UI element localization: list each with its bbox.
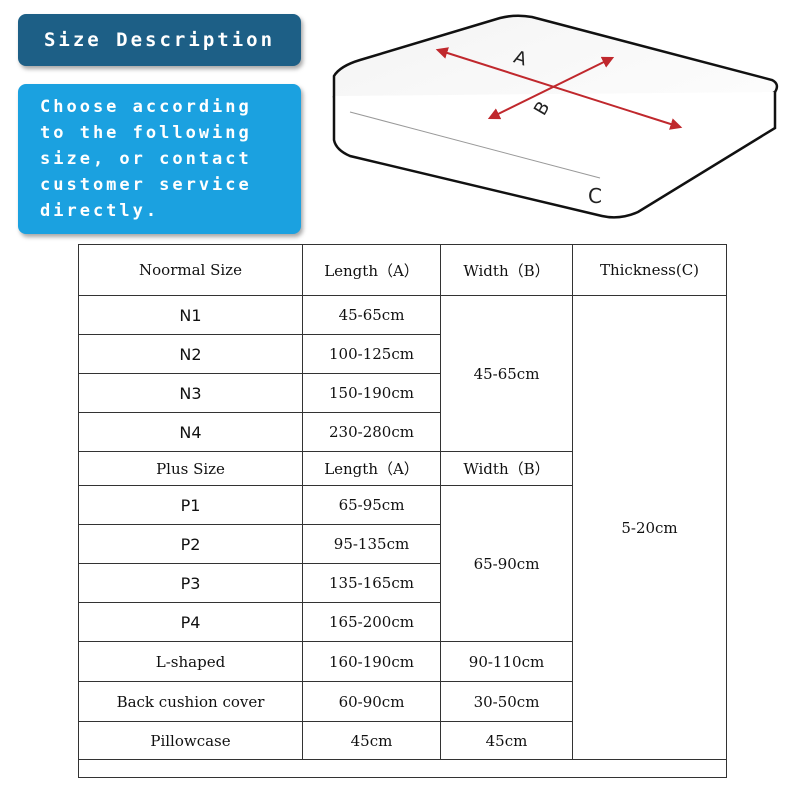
- size-name: P3: [78, 563, 303, 603]
- empty-footer-row: [78, 759, 727, 778]
- table-row: Noormal Size Length（A） Width（B） Thicknes…: [78, 244, 727, 296]
- size-width: 30-50cm: [440, 681, 573, 722]
- size-name: N3: [78, 373, 303, 413]
- size-length: 150-190cm: [302, 373, 441, 413]
- size-length: 160-190cm: [302, 641, 441, 682]
- size-length: 100-125cm: [302, 334, 441, 374]
- size-length: 95-135cm: [302, 524, 441, 564]
- size-name: N1: [78, 295, 303, 335]
- size-name: P1: [78, 485, 303, 525]
- size-description-title: Size Description: [43, 29, 276, 51]
- table-row: P1 65-95cm 65-90cm: [78, 485, 727, 642]
- size-length: 165-200cm: [302, 602, 441, 642]
- plus-width-value: 65-90cm: [440, 485, 573, 642]
- plus-size-header: Plus Size: [78, 451, 303, 486]
- table-row: [78, 759, 727, 778]
- size-name: N2: [78, 334, 303, 374]
- normal-width-value: 45-65cm: [440, 295, 573, 452]
- cushion-outline-icon: [332, 14, 779, 219]
- size-name: L-shaped: [78, 641, 303, 682]
- size-name: N4: [78, 412, 303, 452]
- size-name: P4: [78, 602, 303, 642]
- table-row: P4 165-200cm: [78, 602, 727, 642]
- size-description-banner: Size Description: [18, 14, 301, 66]
- size-length: 230-280cm: [302, 412, 441, 452]
- table-row: P3 135-165cm: [78, 563, 727, 603]
- size-length: 65-95cm: [302, 485, 441, 525]
- size-name: Back cushion cover: [78, 681, 303, 722]
- table-row: N2 100-125cm: [78, 334, 727, 374]
- size-length: 45cm: [302, 721, 441, 760]
- size-length: 45-65cm: [302, 295, 441, 335]
- length-header: Length（A）: [302, 451, 441, 486]
- size-width: 90-110cm: [440, 641, 573, 682]
- table-row: N4 230-280cm: [78, 412, 727, 452]
- length-header: Length（A）: [302, 244, 441, 296]
- instruction-text: Choose according to the following size, …: [40, 97, 252, 221]
- table-row: N3 150-190cm: [78, 373, 727, 413]
- size-length: 135-165cm: [302, 563, 441, 603]
- size-width: 45cm: [440, 721, 573, 760]
- size-table: Noormal Size Length（A） Width（B） Thicknes…: [78, 244, 727, 778]
- size-length: 60-90cm: [302, 681, 441, 722]
- table-row: N1 45-65cm 45-65cm 5-20cm: [78, 295, 727, 760]
- thickness-value: 5-20cm: [572, 295, 727, 760]
- table-row: L-shaped 160-190cm 90-110cm: [78, 641, 727, 682]
- size-name: Pillowcase: [78, 721, 303, 760]
- width-header: Width（B）: [440, 451, 573, 486]
- thickness-header: Thickness(C): [572, 244, 727, 296]
- table-row: Pillowcase 45cm 45cm: [78, 721, 727, 760]
- normal-size-header: Noormal Size: [78, 244, 303, 296]
- label-c: C: [588, 184, 602, 208]
- width-arrow-b: [487, 56, 615, 120]
- size-name: P2: [78, 524, 303, 564]
- width-header: Width（B）: [440, 244, 573, 296]
- instruction-banner: Choose according to the following size, …: [18, 84, 301, 234]
- table-row: P2 95-135cm: [78, 524, 727, 564]
- cushion-dimension-diagram: A B C: [320, 0, 800, 230]
